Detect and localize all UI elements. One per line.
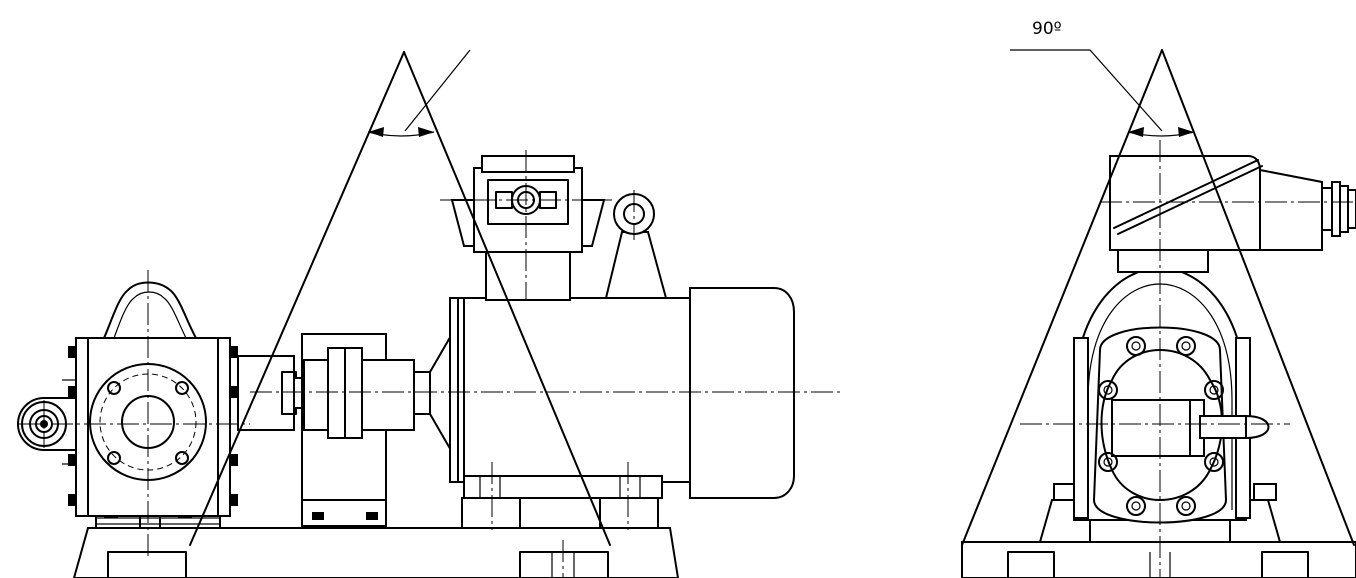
end-view-pump-unit: 90º — [961, 19, 1356, 578]
end-view-bolts — [1098, 336, 1224, 516]
end-view-base — [961, 541, 1356, 578]
terminal-box — [450, 155, 606, 301]
lifting-eye — [604, 193, 668, 299]
end-view-centerlines — [1020, 140, 1356, 578]
side-view-angle-triangle — [189, 49, 611, 546]
shaft-housing — [237, 355, 305, 431]
end-view-angle-triangle: 90º — [961, 19, 1355, 546]
gear-pump-body — [62, 281, 238, 517]
side-view-pump-unit — [17, 49, 840, 578]
end-view-pump-flange — [1073, 326, 1270, 524]
angle-label: 90º — [1032, 19, 1062, 39]
side-view-centerlines — [18, 150, 840, 578]
base-frame — [72, 527, 680, 578]
end-view-terminal-box — [1109, 155, 1356, 251]
coupling-guard — [301, 333, 431, 527]
electric-motor — [429, 287, 795, 529]
